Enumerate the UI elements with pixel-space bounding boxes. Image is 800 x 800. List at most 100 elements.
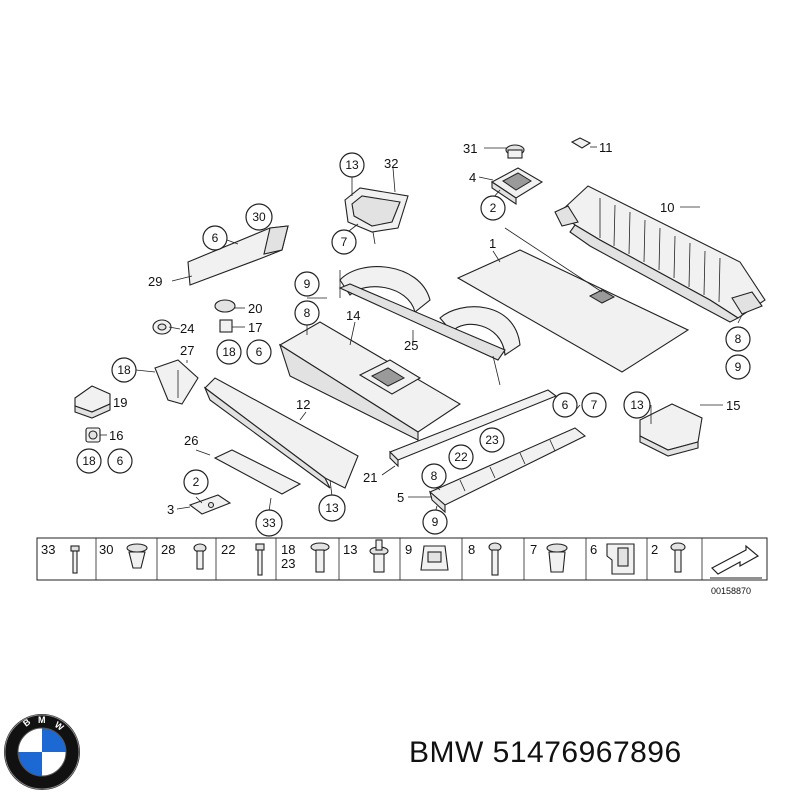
part-rail-5 — [428, 427, 587, 514]
callout-circle: 2 — [480, 195, 506, 221]
expanding-rivet-icon — [369, 539, 389, 573]
svg-text:13: 13 — [630, 398, 644, 412]
callout-circle: 9 — [294, 271, 320, 297]
callout-circle: 8 — [294, 300, 320, 326]
svg-text:M: M — [38, 715, 46, 725]
callout-circle: 2 — [183, 469, 209, 495]
svg-text:33: 33 — [262, 516, 276, 530]
callout-circle: 7 — [331, 229, 357, 255]
logo-quadrant — [42, 728, 66, 752]
svg-text:B: B — [21, 716, 33, 728]
callout-circle: 18 — [111, 357, 137, 383]
callout-circle: 33 — [255, 509, 283, 537]
part-clip-holder — [490, 167, 544, 206]
svg-text:6: 6 — [562, 398, 569, 412]
strip-label: 9 — [405, 542, 412, 557]
part-floor-mat — [456, 227, 690, 373]
callout-label: 20 — [248, 301, 262, 316]
screw-icon — [193, 543, 207, 570]
strip-label: 8 — [468, 542, 475, 557]
part-clip-16 — [85, 427, 101, 443]
reference-code: 00158870 — [711, 586, 751, 596]
strip-label: 30 — [99, 542, 113, 557]
callout-circle: 18 — [76, 448, 102, 474]
part-side-strip — [187, 225, 289, 286]
callout-label: 26 — [184, 433, 198, 448]
callout-label: 11 — [599, 140, 613, 155]
grommet-icon — [546, 543, 568, 573]
callout-circle: 7 — [581, 392, 607, 418]
part-storage-tray — [278, 321, 462, 441]
bolt-icon — [255, 543, 265, 576]
svg-text:6: 6 — [212, 231, 219, 245]
svg-text:22: 22 — [454, 450, 468, 464]
callout-circle: 30 — [245, 203, 273, 231]
callout-label: 24 — [180, 321, 194, 336]
callout-circle: 6 — [552, 392, 578, 418]
callout-circle: 9 — [725, 354, 751, 380]
svg-text:18: 18 — [117, 363, 131, 377]
retainer-clip-icon — [606, 543, 635, 575]
strip-label: 33 — [41, 542, 55, 557]
callout-label: 32 — [384, 156, 398, 171]
svg-text:30: 30 — [252, 210, 266, 224]
callout-circle: 8 — [725, 326, 751, 352]
svg-text:23: 23 — [485, 433, 499, 447]
svg-text:8: 8 — [304, 306, 311, 320]
bmw-logo: B M W — [4, 714, 80, 790]
callout-circle: 9 — [422, 509, 448, 535]
svg-text:6: 6 — [256, 345, 263, 359]
callout-label: 10 — [660, 200, 674, 215]
callout-label: 29 — [148, 274, 162, 289]
svg-text:7: 7 — [341, 235, 348, 249]
part-bracket-27 — [154, 359, 199, 405]
callout-label: 19 — [113, 395, 127, 410]
callout-label: 15 — [726, 398, 740, 413]
callout-label: 21 — [363, 470, 377, 485]
callout-label: 16 — [109, 428, 123, 443]
part-storage-box — [344, 187, 409, 245]
callout-label: 25 — [404, 338, 418, 353]
callout-circle: 13 — [318, 494, 346, 522]
push-rivet-icon — [126, 543, 148, 569]
part-cap-20 — [214, 299, 236, 313]
callout-circle: 6 — [246, 339, 272, 365]
part-bracket-15 — [639, 403, 703, 457]
callout-label: 31 — [463, 141, 477, 156]
svg-text:9: 9 — [304, 277, 311, 291]
clip-nut-icon — [420, 545, 449, 571]
part-number-caption: BMW 51476967896 — [409, 736, 682, 769]
callout-label: 17 — [248, 320, 262, 335]
part-bracket-3 — [188, 494, 232, 515]
part-ring-24 — [152, 319, 172, 335]
svg-text:9: 9 — [432, 515, 439, 529]
callout-circle: 13 — [339, 152, 365, 178]
strip-label: 2 — [651, 542, 658, 557]
svg-text:13: 13 — [325, 501, 339, 515]
svg-text:7: 7 — [591, 398, 598, 412]
svg-text:2: 2 — [193, 475, 200, 489]
callout-label: 4 — [469, 170, 476, 185]
logo-quadrant — [18, 752, 42, 776]
strip-label: 7 — [530, 542, 537, 557]
part-strap-25 — [338, 266, 521, 386]
svg-text:2: 2 — [490, 201, 497, 215]
part-side-panel-12 — [203, 377, 359, 489]
callout-label: 27 — [180, 343, 194, 358]
callout-circle: 6 — [202, 225, 228, 251]
flange-screw-icon — [310, 542, 330, 573]
strip-label: 6 — [590, 542, 597, 557]
part-rear-panel — [554, 185, 766, 323]
callout-circle: 8 — [421, 463, 447, 489]
callout-label: 1 — [489, 236, 496, 251]
svg-text:6: 6 — [117, 454, 124, 468]
screw-icon — [70, 545, 80, 574]
svg-text:8: 8 — [735, 332, 742, 346]
strip-label: 22 — [221, 542, 235, 557]
svg-text:18: 18 — [82, 454, 96, 468]
direction-arrow-icon — [710, 544, 762, 579]
callout-circle: 23 — [479, 427, 505, 453]
part-plug-31 — [505, 144, 525, 159]
callout-circle: 18 — [216, 339, 242, 365]
